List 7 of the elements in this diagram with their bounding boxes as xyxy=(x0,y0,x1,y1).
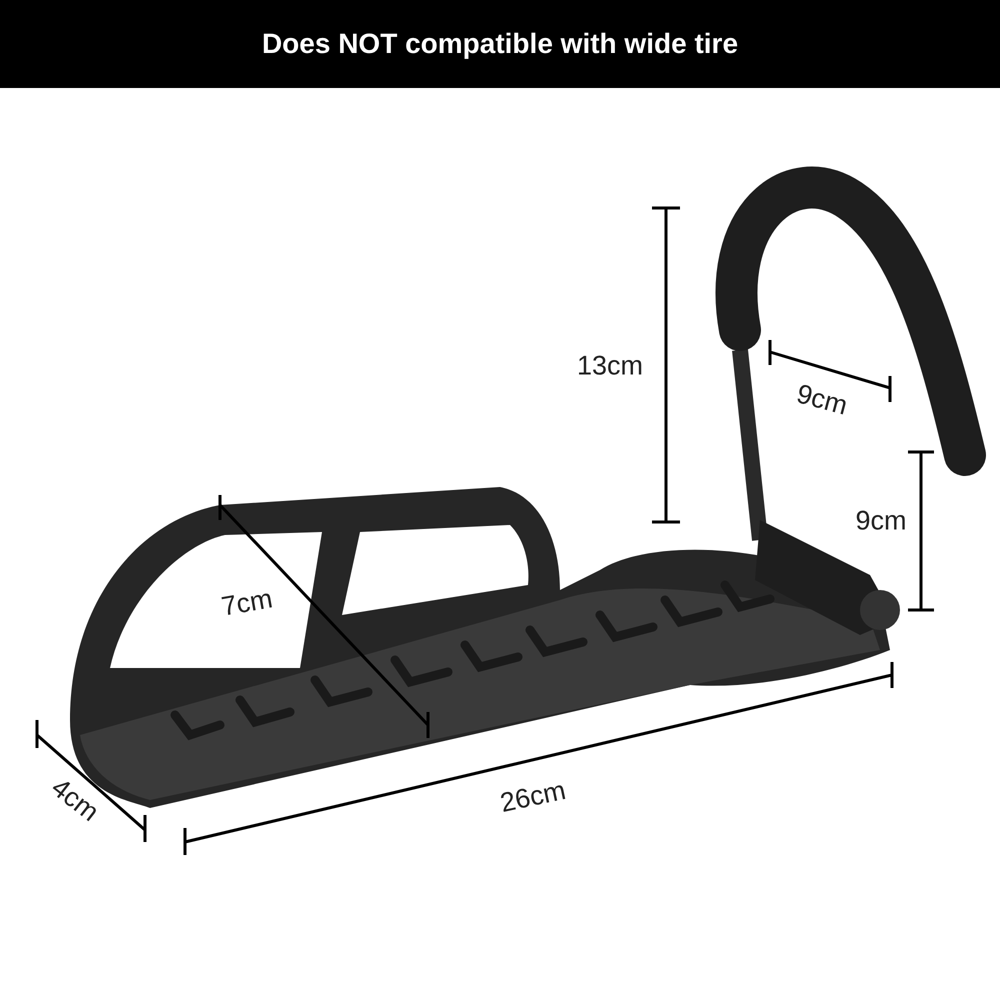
dimension-label: 13cm xyxy=(576,350,644,382)
dimension-label: 9cm xyxy=(793,378,851,422)
dimension-label: 7cm xyxy=(219,583,275,623)
dimension-label: 26cm xyxy=(497,774,569,820)
dimension-label: 4cm xyxy=(45,772,105,828)
dimension-label: 9cm xyxy=(856,506,906,536)
title-banner: Does NOT compatible with wide tire xyxy=(0,0,1000,88)
